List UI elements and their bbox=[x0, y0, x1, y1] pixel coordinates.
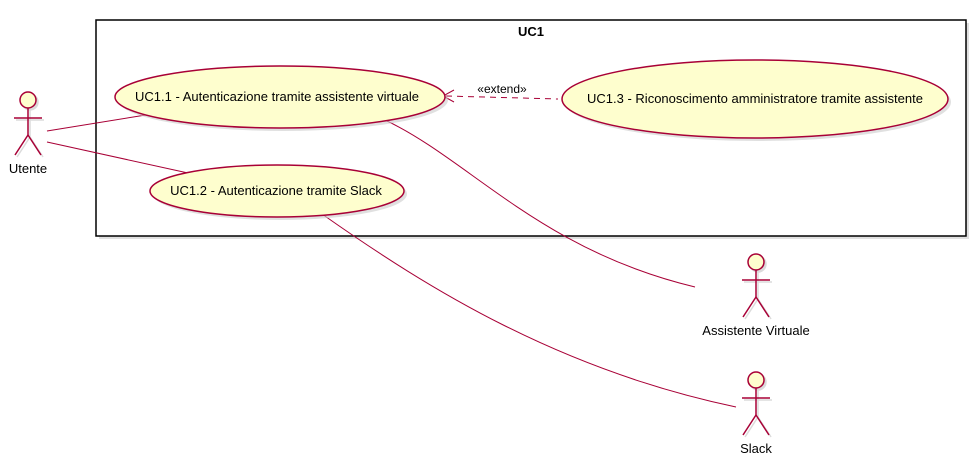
use-case-uc13-ellipse bbox=[561, 59, 949, 139]
use-case-uc12[interactable]: UC1.2 - Autenticazione tramite Slack bbox=[149, 164, 407, 220]
associations bbox=[46, 113, 737, 408]
system-title: UC1 bbox=[518, 24, 544, 39]
association-uc12-slack bbox=[321, 213, 737, 408]
extend-line bbox=[445, 95, 559, 100]
extend-relation: «extend» bbox=[441, 82, 559, 103]
use-case-uc13-label: UC1.3 - Riconoscimento amministratore tr… bbox=[587, 91, 923, 106]
actor-assistente-label: Assistente Virtuale bbox=[702, 323, 809, 338]
actor-slack[interactable]: Slack bbox=[740, 371, 772, 456]
actor-utente-label: Utente bbox=[9, 161, 47, 176]
use-case-uc11-label: UC1.1 - Autenticazione tramite assistent… bbox=[135, 89, 419, 104]
use-case-uc12-label: UC1.2 - Autenticazione tramite Slack bbox=[170, 183, 382, 198]
use-case-uc12-ellipse bbox=[149, 164, 405, 218]
actor-assistente-virtuale[interactable]: Assistente Virtuale bbox=[702, 253, 810, 338]
association-uc11-assistente bbox=[384, 119, 696, 288]
extend-label: «extend» bbox=[477, 82, 527, 96]
actor-utente[interactable]: Utente bbox=[9, 91, 47, 176]
use-case-uc11-ellipse bbox=[114, 65, 446, 129]
association-utente-uc12 bbox=[46, 141, 189, 174]
use-case-uc13[interactable]: UC1.3 - Riconoscimento amministratore tr… bbox=[561, 59, 951, 141]
actor-slack-label: Slack bbox=[740, 441, 772, 456]
use-case-uc11[interactable]: UC1.1 - Autenticazione tramite assistent… bbox=[114, 65, 448, 131]
association-utente-uc11 bbox=[46, 113, 153, 132]
